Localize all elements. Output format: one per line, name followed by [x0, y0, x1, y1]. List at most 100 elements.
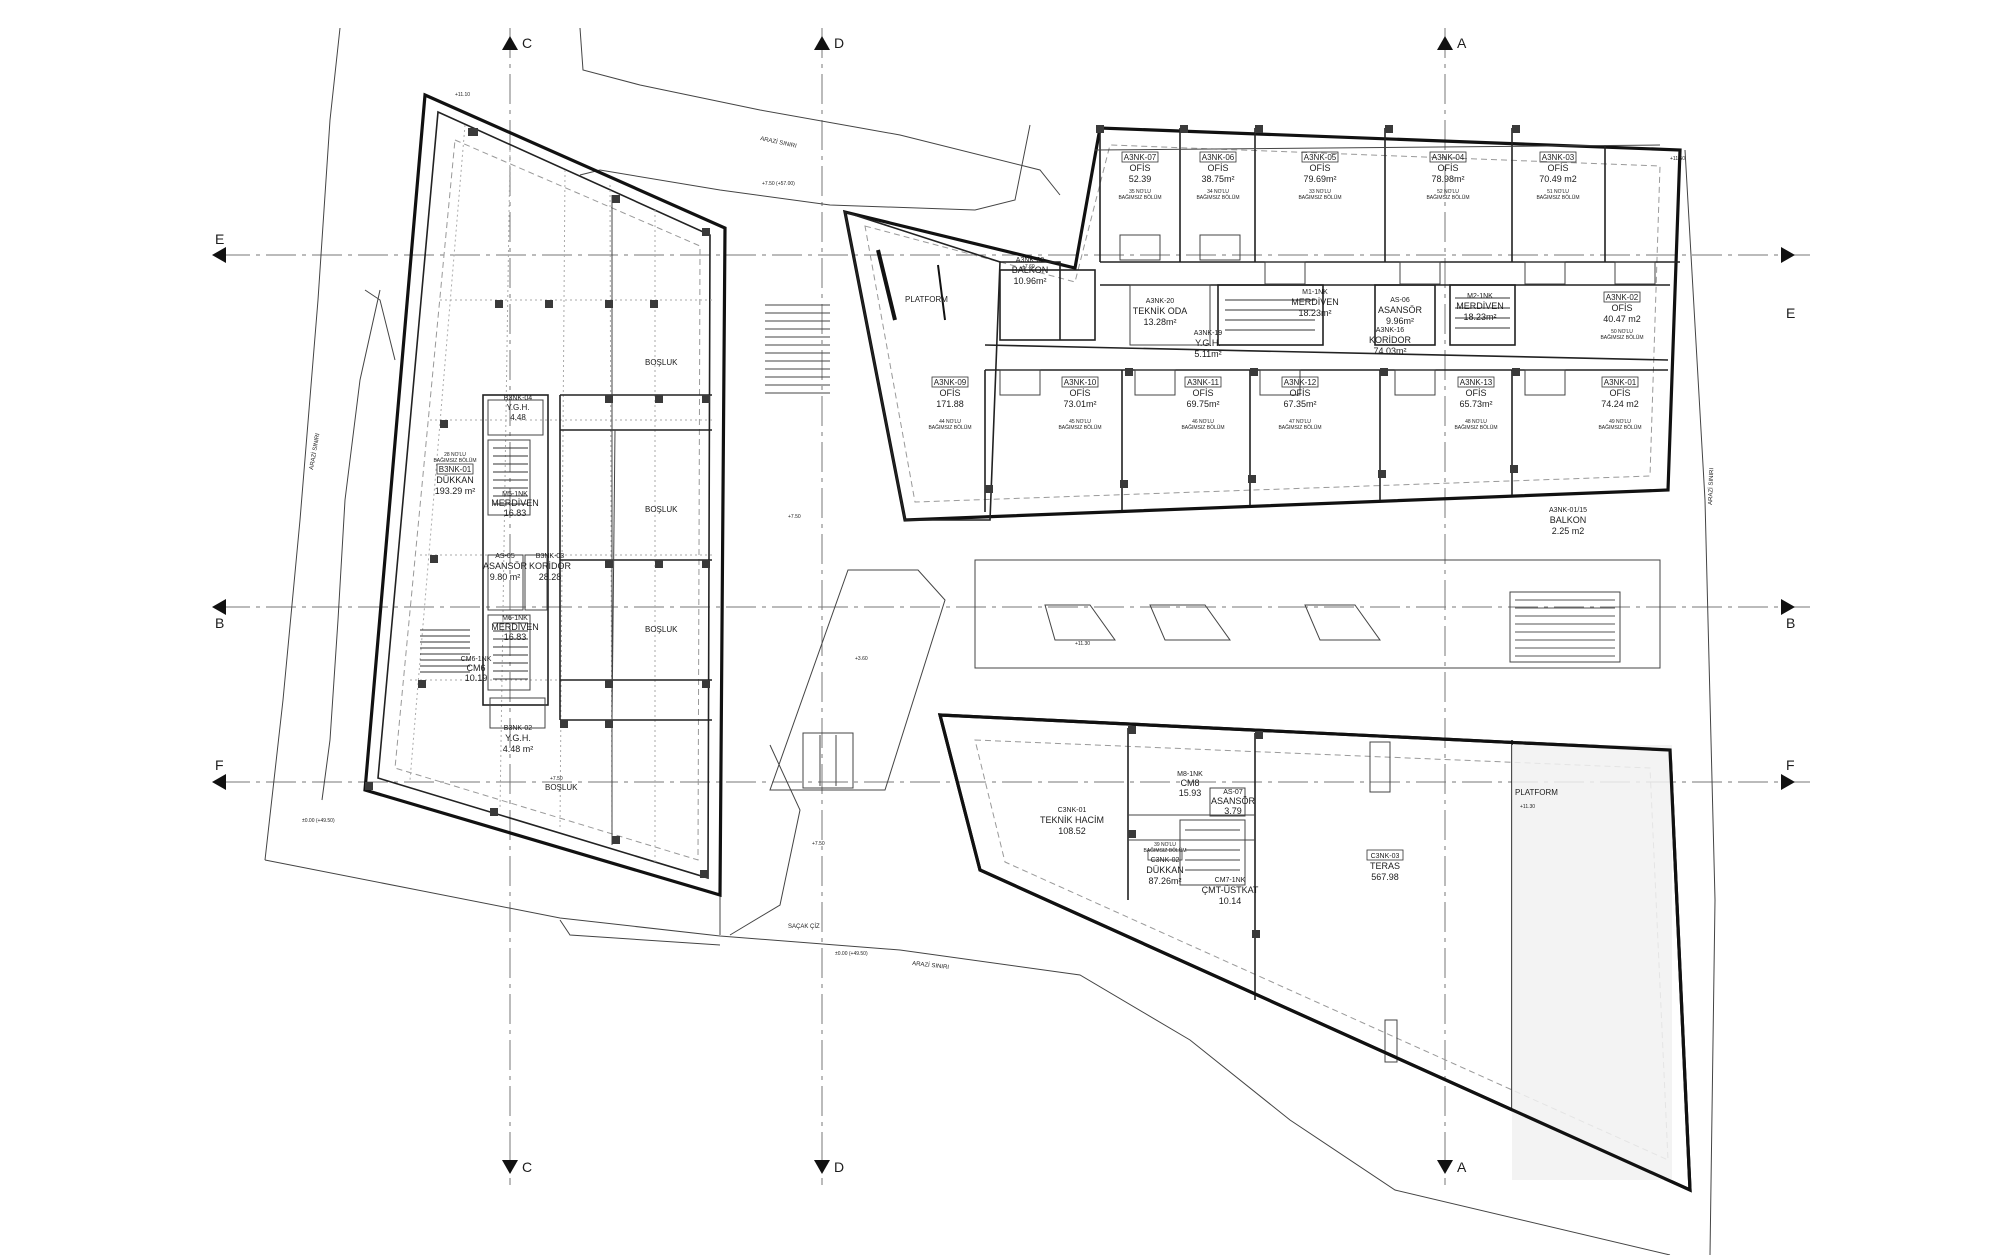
boundary-labels: ARAZİ SINIRI ARAZİ SINIRI ARAZİ SINIRI A… — [308, 135, 1715, 971]
room-unit-2: BAĞIMSIZ BÖLÜM — [1196, 194, 1239, 201]
room-tag-r4: A3NK-04 OFİS 78.98m² 52 NO'LU BAĞIMSIZ B… — [1426, 153, 1469, 201]
room-unit-2: BAĞIMSIZ BÖLÜM — [1118, 194, 1161, 201]
room-name: CM6 — [466, 663, 485, 673]
room-tag-r15: A3NK-19 Y.G.H. 5.11m² — [1194, 330, 1223, 359]
room-name: ÇMT-ÜSTKAT — [1202, 885, 1259, 895]
canopy-label: SAÇAK ÇİZ — [788, 923, 820, 930]
room-name: DÜKKAN — [1146, 865, 1184, 875]
room-code: A3NK-07 — [1124, 153, 1157, 162]
room-code: M6-1NK — [502, 615, 528, 622]
room-name: KORİDOR — [529, 561, 572, 571]
room-area: 28.28 — [539, 572, 562, 582]
room-code: A3NK-11 — [1187, 378, 1219, 387]
room-code: AS-05 — [495, 553, 515, 560]
room-unit-2: BAĞIMSIZ BÖLÜM — [1278, 424, 1321, 431]
area-labels: PLATFORM PLATFORM BOŞLUK BOŞLUK BOŞLUK B… — [545, 295, 1558, 797]
room-code: A3NK-02 — [1606, 293, 1639, 302]
room-tags: A3NK-07 OFİS 52.39 35 NO'LU BAĞIMSIZ BÖL… — [433, 153, 1643, 906]
level-tag: +7.50 — [788, 514, 801, 520]
room-area: 70.49 m2 — [1539, 174, 1577, 184]
room-tag-r14: A3NK-20 TEKNİK ODA 13.28m² — [1133, 298, 1188, 327]
axis-label-d-bottom: D — [834, 1159, 844, 1175]
boundary-label-right: ARAZİ SINIRI — [1707, 468, 1715, 506]
room-tag-r28: B3NK-02 Y.G.H. 4.48 m² — [503, 725, 534, 754]
room-area: 78.98m² — [1431, 174, 1464, 184]
room-tag-r23: M5-1NK MERDİVEN 16.83 — [491, 491, 539, 518]
room-area: 10.96m² — [1013, 276, 1046, 286]
level-tag: +7.50 — [812, 841, 825, 847]
room-area: 13.28m² — [1143, 317, 1176, 327]
axis-label-b-right: B — [1786, 615, 1795, 631]
room-name: OFİS — [1309, 163, 1330, 173]
room-code: A3NK-19 — [1194, 330, 1223, 337]
level-tag: +11.30 — [1520, 804, 1535, 810]
room-tag-r26: M6-1NK MERDİVEN 16.83 — [491, 615, 539, 642]
level-tags: +7.50 (+57.00) ±0.00 (+49.50) ±0.00 (+49… — [302, 92, 1685, 957]
room-tag-r27: CM6-1NK CM6 10.19 — [461, 656, 492, 683]
room-unit: 50 NO'LU — [1611, 329, 1633, 335]
room-area: 16.83 — [504, 508, 527, 518]
room-name: MERDİVEN — [491, 498, 539, 508]
room-code: A3NK-05 — [1304, 153, 1337, 162]
room-code: A3NK-09 — [934, 378, 967, 387]
room-name: CM8 — [1180, 778, 1199, 788]
room-code: AS-06 — [1390, 297, 1410, 304]
room-name: OFİS — [1465, 388, 1486, 398]
room-area: 87.26m² — [1148, 876, 1181, 886]
room-tag-r34: C3NK-03 TERAS 567.98 — [1370, 853, 1400, 882]
room-name: OFİS — [1207, 163, 1228, 173]
room-area: 4.48 — [510, 413, 526, 422]
room-area: 3.79 — [1224, 806, 1242, 816]
level-tag: +3.60 — [855, 656, 868, 662]
room-area: 73.01m² — [1063, 399, 1096, 409]
room-name: ASANSÖR — [1378, 305, 1423, 315]
room-name: TEKNİK ODA — [1133, 306, 1188, 316]
room-name: BALKON — [1550, 515, 1587, 525]
room-code: B3NK-03 — [536, 553, 565, 560]
room-tag-r29: C3NK-01 TEKNİK HACİM 108.52 — [1040, 807, 1104, 836]
room-name: Y.G.H. — [1195, 338, 1221, 348]
room-area: 79.69m² — [1303, 174, 1336, 184]
room-unit-2: BAĞIMSIZ BÖLÜM — [1600, 334, 1643, 341]
room-tag-r7: A3NK-01 OFİS 74.24 m2 49 NO'LU BAĞIMSIZ … — [1598, 378, 1641, 431]
room-area: 5.11m² — [1194, 349, 1221, 359]
room-name: OFİS — [1192, 388, 1213, 398]
room-unit: 39 NO'LU — [1154, 842, 1176, 848]
room-area: 67.35m² — [1283, 399, 1316, 409]
room-unit: 45 NO'LU — [1069, 419, 1091, 425]
room-unit-2: BAĞIMSIZ BÖLÜM — [1598, 424, 1641, 431]
room-unit-2: BAĞIMSIZ BÖLÜM — [1536, 194, 1579, 201]
level-tag: ±0.00 (+49.50) — [835, 951, 868, 957]
room-area: 74.24 m2 — [1601, 399, 1639, 409]
site-boundary — [264, 27, 1716, 1255]
room-tag-r17: A3NK-16 KORİDOR 74.03m² — [1369, 327, 1412, 356]
room-unit: 49 NO'LU — [1609, 419, 1631, 425]
room-tag-r25: B3NK-03 KORİDOR 28.28 — [529, 553, 572, 582]
axis-label-f-left: F — [215, 757, 224, 773]
room-code: CM7-1NK — [1215, 877, 1246, 884]
axis-label-c-bottom: C — [522, 1159, 532, 1175]
room-area: 16.83 — [504, 632, 527, 642]
top-building — [842, 125, 1682, 522]
room-code: A3NK-04 — [1432, 153, 1465, 162]
room-unit: 28 NO'LU — [444, 452, 466, 458]
room-unit-2: BAĞIMSIZ BÖLÜM — [1454, 424, 1497, 431]
boundary-label-bottom: ARAZİ SINIRI — [912, 960, 950, 971]
room-area: 52.39 — [1129, 174, 1152, 184]
room-unit: 46 NO'LU — [1192, 419, 1214, 425]
room-name: OFİS — [1289, 388, 1310, 398]
room-area: 15.93 — [1179, 788, 1202, 798]
void-label: BOŞLUK — [645, 505, 678, 514]
room-area: 65.73m² — [1459, 399, 1492, 409]
left-building — [363, 92, 727, 898]
room-unit-2: BAĞIMSIZ BÖLÜM — [1181, 424, 1224, 431]
room-area: 4.48 m² — [503, 744, 534, 754]
room-unit-2: BAĞIMSIZ BÖLÜM — [433, 457, 476, 464]
room-tag-r8: A3NK-13 OFİS 65.73m² 48 NO'LU BAĞIMSIZ B… — [1454, 378, 1497, 431]
platform-label: PLATFORM — [905, 295, 948, 304]
room-tag-r13: A3NK-08 BALKON 10.96m² — [1012, 257, 1049, 286]
room-unit: 48 NO'LU — [1465, 419, 1487, 425]
room-tag-r32: 39 NO'LU BAĞIMSIZ BÖLÜM C3NK-02 DÜKKAN 8… — [1143, 842, 1186, 886]
room-area: 193.29 m² — [435, 486, 476, 496]
room-tag-r22: B3NK-04 Y.G.H. 4.48 — [504, 395, 533, 422]
